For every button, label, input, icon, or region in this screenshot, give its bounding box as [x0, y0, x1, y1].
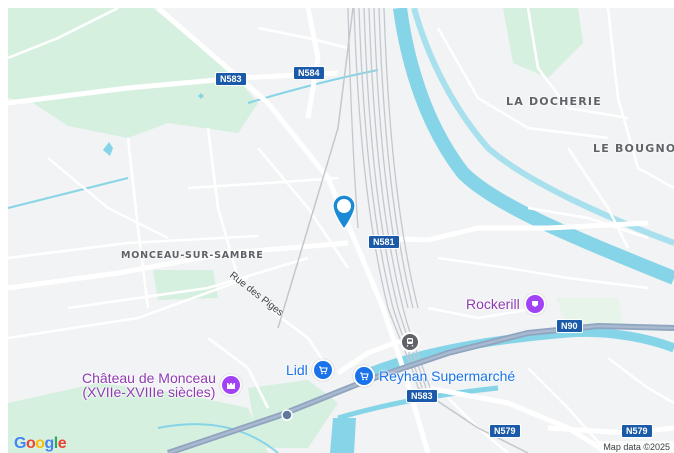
map-canvas[interactable]: LA DOCHERIE LE BOUGNOU MONCEAU-SUR-SAMBR… — [8, 8, 674, 453]
castle-icon — [219, 374, 242, 396]
park-area — [248, 380, 338, 448]
minor-roads — [8, 8, 674, 453]
map-base-layer — [8, 8, 674, 453]
poi-rockerill[interactable]: Rockerill — [466, 293, 546, 315]
place-label: MONCEAU-SUR-SAMBRE — [121, 250, 264, 261]
small-pond — [103, 142, 113, 156]
google-logo-letter: e — [57, 435, 67, 452]
google-logo-letter: G — [14, 435, 26, 452]
road-shield: N579 — [489, 424, 521, 438]
canal — [393, 8, 674, 285]
poi-chateau-de-monceau[interactable]: Château de Monceau (XVIIe-XVIIIe siècles… — [82, 371, 242, 399]
poi-label: Château de Monceau (XVIIe-XVIIIe siècles… — [82, 371, 216, 399]
music-venue-icon — [523, 293, 546, 315]
map-attribution[interactable]: Map data ©2025 — [599, 441, 674, 453]
place-label: LE BOUGNOU — [593, 142, 674, 155]
place-label: LA DOCHERIE — [506, 95, 602, 108]
road-shield: N584 — [293, 66, 325, 80]
stream — [157, 423, 279, 453]
poi-lidl[interactable]: Lidl — [286, 359, 334, 381]
road-shield: N579 — [621, 424, 653, 438]
park-area — [8, 8, 258, 138]
small-pond — [198, 93, 204, 99]
pin-shape — [332, 194, 356, 231]
google-logo-letter: o — [35, 435, 45, 452]
road-shield: N581 — [368, 235, 400, 249]
shopping-cart-icon — [353, 365, 375, 387]
river-sambre — [366, 327, 674, 378]
road-shield: N583 — [406, 389, 438, 403]
google-logo-text: Google — [14, 435, 67, 452]
google-logo[interactable]: Google — [14, 435, 67, 453]
highway-junction — [281, 409, 293, 421]
poi-label-line2: (XVIIe-XVIIIe siècles) — [82, 384, 216, 400]
water-basin — [330, 418, 356, 453]
road-shield: N90 — [556, 319, 583, 333]
park-area — [8, 383, 268, 453]
road-shield: N583 — [215, 72, 247, 86]
location-pin-icon[interactable] — [332, 194, 356, 235]
google-logo-letter: o — [25, 435, 36, 452]
railway-line — [417, 387, 529, 453]
poi-label: Rockerill — [466, 296, 520, 312]
shopping-cart-icon — [311, 359, 334, 381]
park-area — [503, 8, 583, 78]
train-station-icon[interactable] — [400, 332, 420, 352]
railway — [347, 8, 431, 389]
highway-n90 — [167, 324, 674, 453]
stream — [8, 177, 129, 209]
google-logo-letter: l — [53, 435, 58, 452]
google-logo-letter: g — [44, 435, 55, 452]
railway-line — [277, 8, 354, 329]
poi-label: Reyhan Supermarché — [379, 368, 516, 384]
poi-label-line1: Château de Monceau — [82, 370, 216, 386]
poi-reyhan-supermarche[interactable]: Reyhan Supermarché — [353, 365, 515, 387]
train-glyph — [406, 338, 414, 347]
poi-label: Lidl — [286, 362, 308, 378]
